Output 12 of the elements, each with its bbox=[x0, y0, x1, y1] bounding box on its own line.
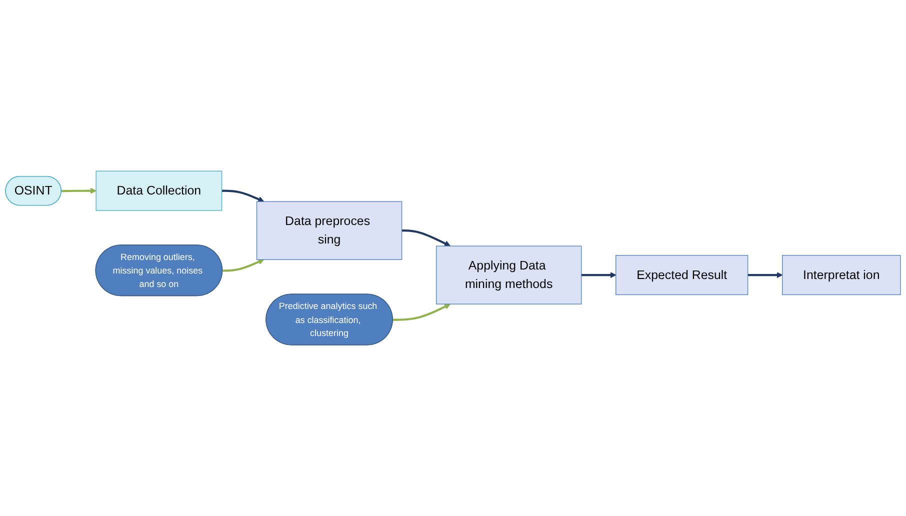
node-box: Expected Result bbox=[616, 255, 748, 296]
node-box: Data Collection bbox=[96, 170, 222, 211]
arrow bbox=[222, 190, 264, 202]
node-box: Interpretat ion bbox=[782, 255, 901, 296]
node-box: Applying Data mining methods bbox=[436, 246, 582, 304]
node-box: Data preproces sing bbox=[256, 201, 402, 260]
arrow bbox=[748, 272, 783, 278]
arrow bbox=[392, 304, 451, 321]
arrow bbox=[61, 188, 96, 194]
arrow bbox=[402, 230, 451, 246]
arrow bbox=[581, 272, 616, 278]
arrow bbox=[222, 259, 264, 272]
